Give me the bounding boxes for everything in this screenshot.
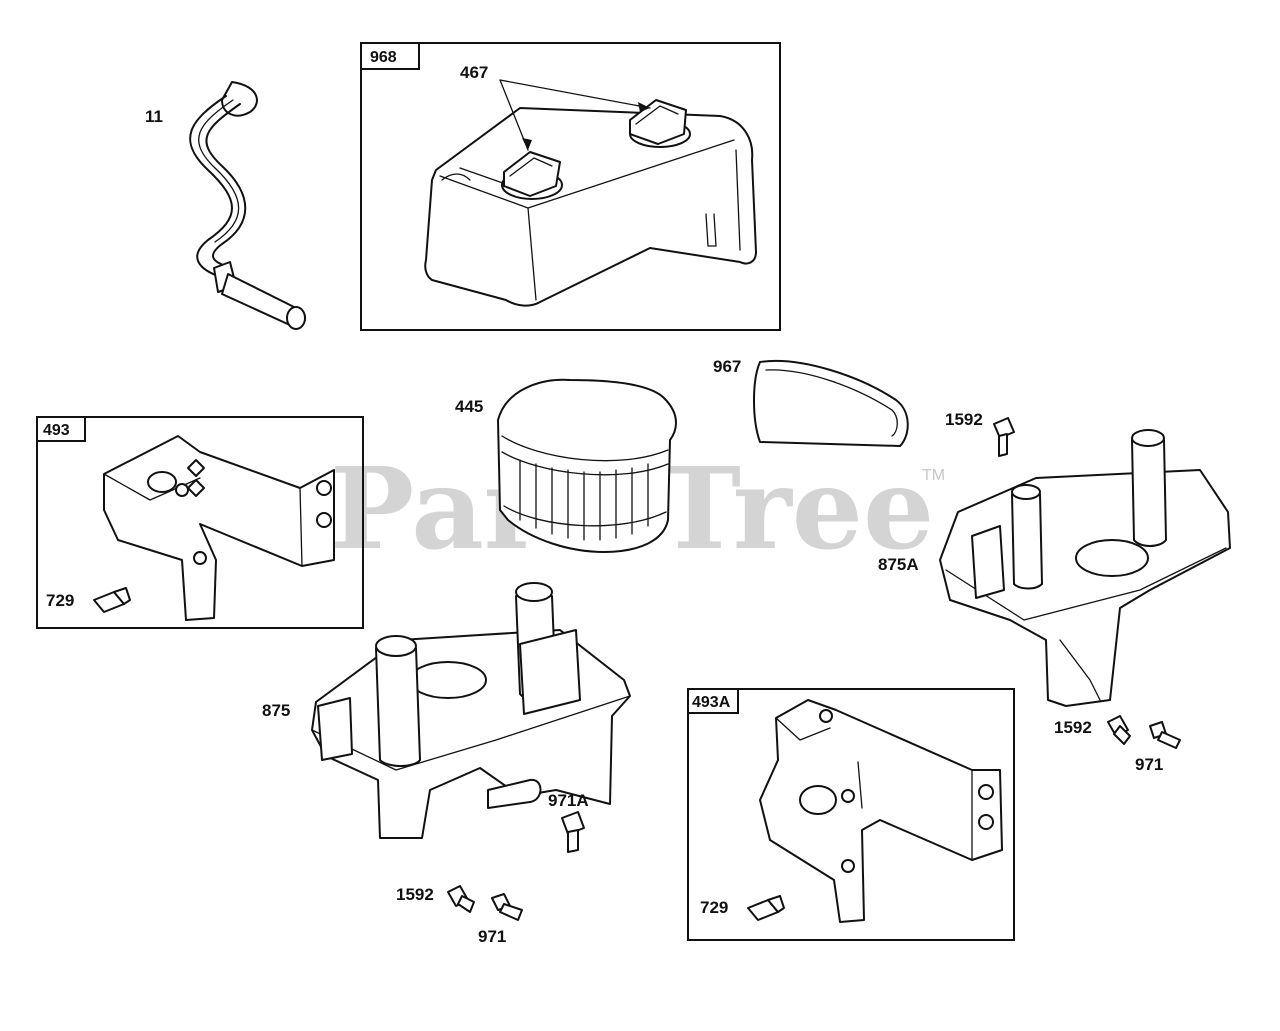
label-11[interactable]: 11 xyxy=(145,107,163,126)
label-445[interactable]: 445 xyxy=(455,397,483,416)
part-971-bolt-lower-center[interactable] xyxy=(491,893,523,921)
part-968-cover[interactable] xyxy=(424,99,757,307)
watermark-trademark: TM xyxy=(922,467,945,484)
box-493a xyxy=(687,688,1015,941)
label-875[interactable]: 875 xyxy=(262,701,290,720)
label-729-left[interactable]: 729 xyxy=(46,591,74,610)
part-729-clip-left[interactable] xyxy=(93,587,131,613)
box-968-label[interactable]: 968 xyxy=(370,49,397,66)
part-445-air-filter[interactable] xyxy=(497,378,677,553)
box-493-label[interactable]: 493 xyxy=(43,422,70,439)
label-1592-lower-center[interactable]: 1592 xyxy=(396,885,434,904)
part-729-clip-right[interactable] xyxy=(747,895,785,921)
part-1592-bolt-right[interactable] xyxy=(1107,715,1131,745)
label-1592-upper[interactable]: 1592 xyxy=(945,410,983,429)
part-11-fuel-line[interactable] xyxy=(189,81,307,330)
part-1592-bolt-upper[interactable] xyxy=(993,417,1015,457)
part-967-prefilter[interactable] xyxy=(753,359,909,447)
label-875a[interactable]: 875A xyxy=(878,555,919,574)
box-968 xyxy=(360,42,781,331)
label-729-right[interactable]: 729 xyxy=(700,898,728,917)
label-971-lower-center[interactable]: 971 xyxy=(478,927,506,946)
leader-467 xyxy=(499,79,651,151)
part-875a-base[interactable] xyxy=(939,429,1231,707)
part-971a-bolt[interactable] xyxy=(561,811,585,853)
box-493-tag xyxy=(36,416,86,442)
part-493-bracket[interactable] xyxy=(103,435,335,621)
label-467[interactable]: 467 xyxy=(460,63,488,82)
label-971a[interactable]: 971A xyxy=(548,791,589,810)
box-493a-tag xyxy=(687,688,739,714)
label-967[interactable]: 967 xyxy=(713,357,741,376)
box-493a-label[interactable]: 493A xyxy=(692,694,731,711)
label-971-right[interactable]: 971 xyxy=(1135,755,1163,774)
label-1592-right[interactable]: 1592 xyxy=(1054,718,1092,737)
box-968-tag xyxy=(360,42,420,70)
part-875-base[interactable] xyxy=(311,582,631,839)
part-1592-bolt-lower-center[interactable] xyxy=(447,885,475,913)
part-493a-bracket[interactable] xyxy=(759,699,1003,923)
box-493 xyxy=(36,416,364,629)
part-971-bolt-right[interactable] xyxy=(1149,721,1181,749)
